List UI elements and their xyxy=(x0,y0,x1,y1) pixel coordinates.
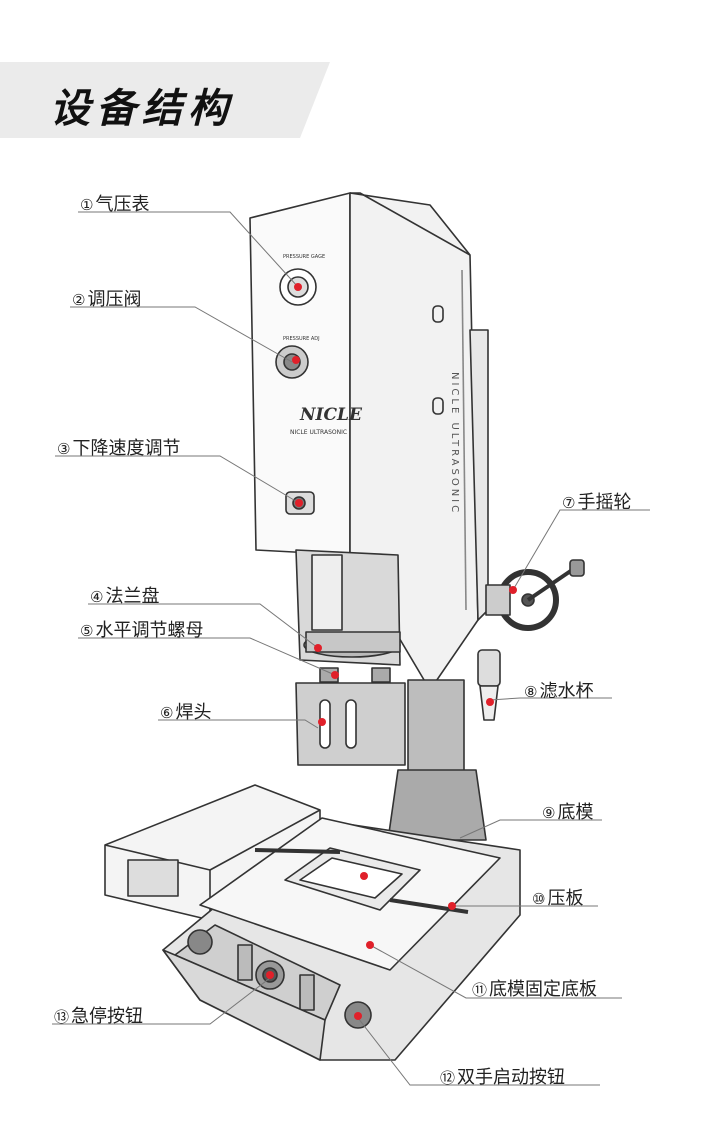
valve-caption: PRESSURE ADJ xyxy=(283,336,320,342)
gauge-caption: PRESSURE GAGE xyxy=(283,254,325,260)
brand-logo: NICLE xyxy=(299,405,363,425)
brand-subtitle: NICLE ULTRASONIC xyxy=(290,429,347,436)
title-band xyxy=(0,62,330,138)
side-brand-text: NICLE ULTRASONIC xyxy=(449,372,460,515)
left-start-button-icon xyxy=(187,929,213,955)
part-markers xyxy=(266,283,517,1020)
page-title: 设备结构 xyxy=(50,86,234,132)
